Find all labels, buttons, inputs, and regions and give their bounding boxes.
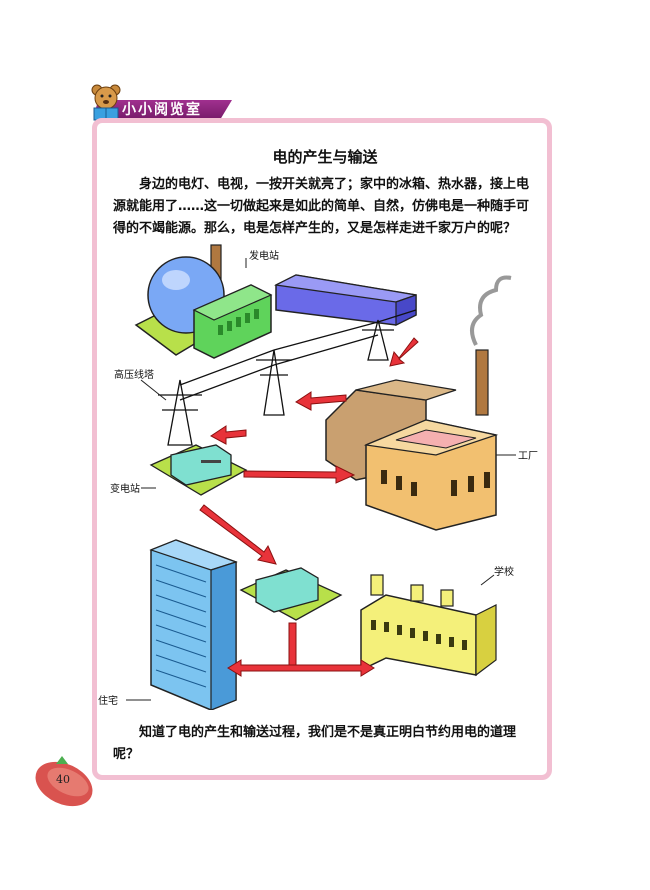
substation-illustration	[149, 444, 248, 496]
closing-paragraph: 知道了电的产生和输送过程，我们是不是真正明白节约用电的道理呢？	[113, 725, 517, 762]
section-title: 小小阅览室	[122, 102, 202, 118]
substation-2-illustration	[239, 567, 343, 621]
label-substation: 变电站	[110, 482, 140, 495]
section-ribbon	[96, 100, 232, 118]
page-corner-decoration	[35, 756, 93, 807]
label-residence: 住宅	[98, 694, 118, 707]
intro-paragraph: 身边的电灯、电视，一按开关就亮了；家中的冰箱、热水器，接上电源就能用了……这一切…	[113, 177, 530, 236]
page-number: 40	[56, 773, 70, 786]
bear-reading-icon	[91, 84, 121, 121]
label-power-station: 发电站	[249, 249, 279, 262]
article-title: 电的产生与输送	[272, 148, 378, 166]
label-high-voltage-tower: 高压线塔	[114, 368, 154, 381]
transmission-towers	[158, 309, 417, 446]
school-illustration	[360, 574, 497, 677]
flow-arrows	[199, 337, 419, 677]
label-school: 学校	[494, 565, 514, 578]
power-transmission-diagram: 发电站 高压线塔 工厂 变电站	[98, 244, 538, 710]
residence-illustration	[149, 539, 238, 710]
factory-illustration	[325, 275, 512, 531]
label-factory: 工厂	[518, 451, 538, 462]
power-station-illustration	[134, 244, 417, 359]
